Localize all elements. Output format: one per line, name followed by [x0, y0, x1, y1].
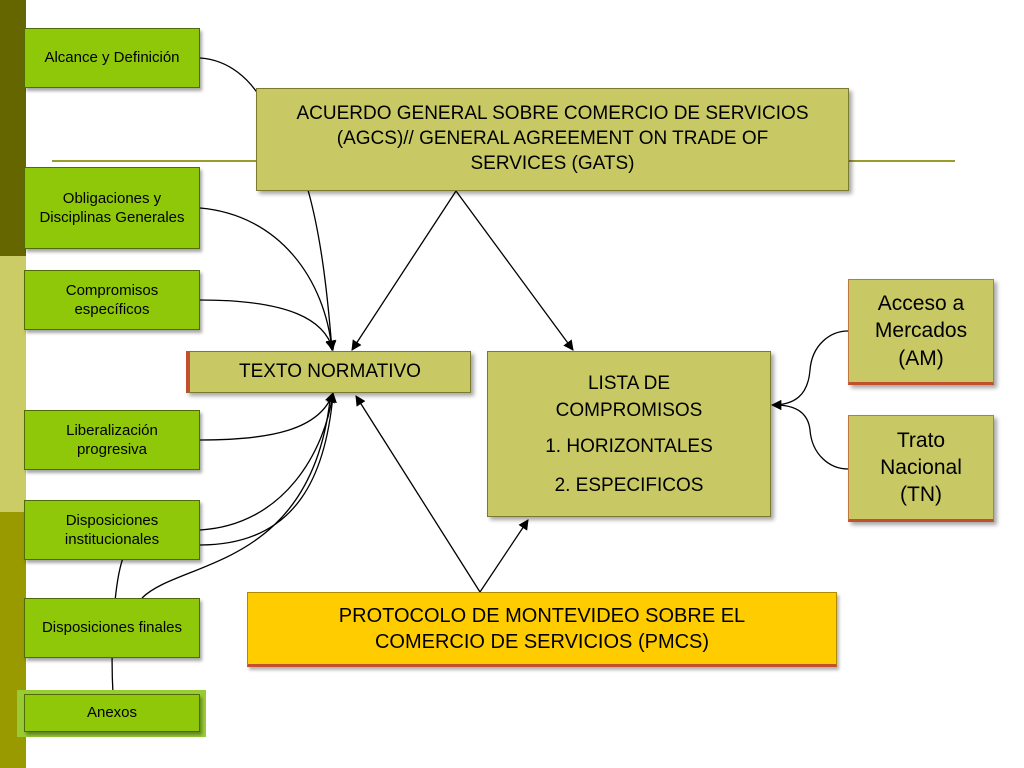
texto-normativo-box: TEXTO NORMATIVO	[186, 351, 471, 393]
trato-nacional-label: Trato Nacional (TN)	[880, 428, 962, 507]
lista-compromisos-content: LISTA DE COMPROMISOS 1. HORIZONTALES 2. …	[529, 370, 729, 498]
arrow-protocol-to-list	[479, 519, 529, 593]
connector-liberalizacion	[199, 392, 335, 441]
side-band-middle	[0, 256, 26, 512]
connector-disposiciones-inst-2	[199, 394, 334, 546]
acceso-mercados-label: Acceso a Mercados (AM)	[874, 292, 968, 370]
arrow-protocol-to-normativo	[355, 395, 481, 593]
lista-compromisos-title: LISTA DE COMPROMISOS	[555, 372, 703, 422]
item-label: Obligaciones y Disciplinas Generales	[39, 189, 185, 227]
acceso-mercados-box: Acceso a Mercados (AM)	[848, 279, 994, 385]
item-label: Compromisos específicos	[65, 281, 159, 319]
item-label: Liberalización progresiva	[66, 421, 158, 459]
connector-obligaciones	[199, 207, 337, 352]
texto-normativo-text: TEXTO NORMATIVO	[239, 360, 421, 382]
protocolo-montevideo-text: PROTOCOLO DE MONTEVIDEO SOBRE EL COMERCI…	[338, 604, 746, 653]
brace-am	[770, 330, 849, 411]
item-liberalizacion-progresiva: Liberalización progresiva	[24, 410, 200, 470]
brace-tn	[774, 404, 849, 470]
item-disposiciones-institucionales: Disposiciones institucionales	[24, 500, 200, 560]
item-anexos: Anexos	[24, 694, 200, 732]
lista-item-especificos: 2. ESPECIFICOS	[554, 474, 704, 496]
item-obligaciones-disciplinas: Obligaciones y Disciplinas Generales	[24, 167, 200, 249]
side-band-top	[0, 0, 26, 256]
item-disposiciones-finales: Disposiciones finales	[24, 598, 200, 658]
arrow-title-to-list	[455, 190, 574, 351]
item-label: Disposiciones finales	[41, 619, 183, 637]
connector-alcance	[199, 57, 263, 101]
protocolo-montevideo-box: PROTOCOLO DE MONTEVIDEO SOBRE EL COMERCI…	[247, 592, 837, 667]
item-label: Disposiciones institucionales	[64, 511, 160, 549]
item-compromisos-especificos: Compromisos específicos	[24, 270, 200, 330]
lista-compromisos-box: LISTA DE COMPROMISOS 1. HORIZONTALES 2. …	[487, 351, 771, 517]
connector-title-normativo	[307, 189, 337, 352]
item-label: Anexos	[86, 704, 138, 722]
gats-title-text: ACUERDO GENERAL SOBRE COMERCIO DE SERVIC…	[296, 103, 809, 174]
connector-compromisos	[199, 299, 336, 352]
connector-finales	[141, 399, 331, 599]
arrow-title-to-normativo	[351, 190, 457, 351]
item-label: Alcance y Definición	[44, 49, 180, 67]
trato-nacional-box: Trato Nacional (TN)	[848, 415, 994, 522]
item-alcance-definicion: Alcance y Definición	[24, 28, 200, 88]
connector-disposiciones-inst-1	[199, 391, 337, 531]
lista-item-horizontales: 1. HORIZONTALES	[545, 435, 713, 457]
gats-title-box: ACUERDO GENERAL SOBRE COMERCIO DE SERVIC…	[256, 88, 849, 191]
